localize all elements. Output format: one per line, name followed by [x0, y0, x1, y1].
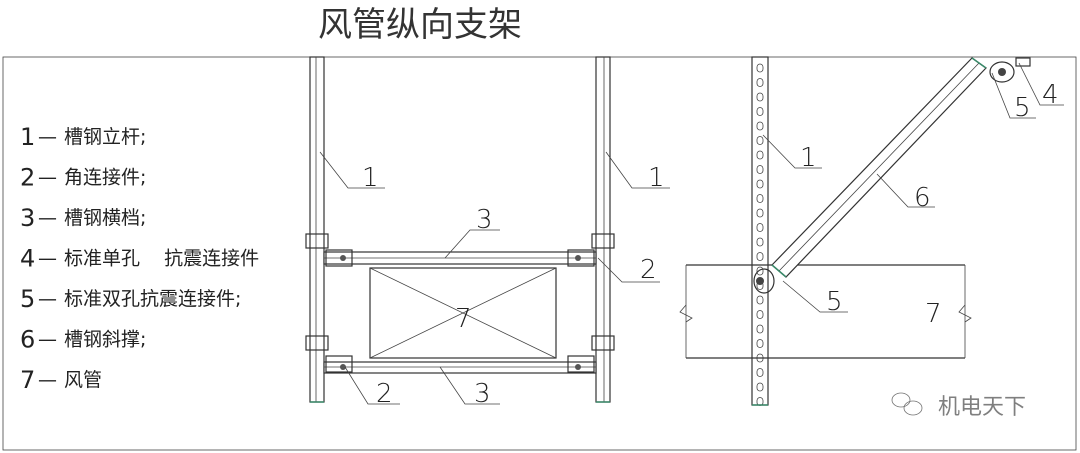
- legend-item: 3— 槽钢横档;: [20, 204, 146, 232]
- legend-number: 5: [20, 285, 35, 313]
- slot-hole: [756, 339, 764, 348]
- label-6-brace: 6: [914, 183, 931, 213]
- slot-hole: [756, 266, 764, 276]
- front-view: 1 1 3 2 7 2 3: [305, 56, 670, 409]
- legend-item: 1— 槽钢立杆;: [20, 123, 146, 151]
- slot-hole: [756, 252, 764, 261]
- double-hole-connector-top: [989, 61, 1015, 83]
- channel-crossbar-bottom: [323, 361, 597, 374]
- wechat-icon: [891, 392, 923, 416]
- label-5-bottom: 5: [826, 287, 843, 317]
- label-3-bottom: 3: [474, 379, 491, 409]
- legend-number: 2: [20, 164, 35, 192]
- label-5-top: 5: [1014, 93, 1031, 123]
- legend-dash: —: [38, 167, 57, 189]
- legend-dash: —: [38, 369, 57, 391]
- legend-item: 5— 标准双孔抗震连接件;: [20, 285, 241, 313]
- legend-text: 标准双孔抗震连接件;: [64, 288, 241, 310]
- air-duct-section: [369, 267, 557, 359]
- legend-number: 6: [20, 326, 35, 354]
- slot-hole: [756, 382, 764, 392]
- slot-hole: [756, 324, 764, 334]
- watermark: 机电天下: [891, 392, 1026, 420]
- slot-hole: [756, 78, 764, 87]
- legend-text: 风管: [64, 369, 102, 391]
- side-view: 1 6 5 7 5 4: [679, 56, 1064, 406]
- legend-item: 2— 角连接件;: [20, 164, 146, 192]
- label-1-side: 1: [800, 143, 817, 173]
- label-4-top: 4: [1042, 80, 1059, 110]
- slot-hole: [756, 165, 764, 174]
- label-7-duct: 7: [455, 304, 472, 334]
- slot-hole: [756, 237, 764, 247]
- slot-hole: [756, 368, 764, 377]
- legend: 1—槽钢立杆;2—角连接件;3—槽钢横档;4—标准单孔 抗震连接件5—标准双孔抗…: [20, 123, 259, 394]
- legend-dash: —: [38, 126, 57, 148]
- label-2-right: 2: [640, 255, 657, 285]
- legend-item: 4— 标准单孔 抗震连接件: [20, 245, 259, 273]
- double-hole-connector-bottom: [753, 268, 775, 294]
- label-3-top: 3: [476, 205, 493, 235]
- slot-hole: [756, 107, 764, 116]
- slot-hole: [756, 121, 764, 131]
- slot-hole: [756, 208, 764, 218]
- legend-dash: —: [38, 207, 57, 229]
- slot-hole: [756, 136, 764, 145]
- legend-dash: —: [38, 288, 57, 310]
- legend-number: 1: [20, 123, 35, 151]
- label-7-side: 7: [925, 299, 942, 329]
- single-hole-connector: [1015, 57, 1031, 67]
- watermark-text: 机电天下: [938, 395, 1026, 420]
- diagram-title: 风管纵向支架: [318, 5, 522, 45]
- legend-text: 槽钢立杆;: [64, 126, 146, 148]
- legend-number: 3: [20, 204, 35, 232]
- slot-hole: [756, 92, 764, 102]
- label-1-left: 1: [362, 163, 379, 193]
- label-2-bottom: 2: [376, 379, 393, 409]
- legend-number: 7: [20, 366, 35, 394]
- slotted-channel-post: [751, 56, 769, 406]
- label-1-right: 1: [648, 163, 665, 193]
- legend-text: 槽钢斜撑;: [64, 329, 146, 351]
- legend-dash: —: [38, 248, 57, 270]
- slot-hole: [756, 179, 764, 189]
- slot-hole: [756, 223, 764, 232]
- slot-hole: [756, 150, 764, 160]
- legend-item: 6— 槽钢斜撑;: [20, 326, 146, 354]
- legend-number: 4: [20, 245, 35, 273]
- slot-hole: [756, 63, 764, 73]
- slot-hole: [756, 310, 764, 319]
- legend-text: 槽钢横档;: [64, 207, 146, 229]
- legend-text: 标准单孔 抗震连接件: [64, 248, 259, 270]
- legend-text: 角连接件;: [64, 167, 146, 189]
- slot-hole: [756, 194, 764, 203]
- slot-hole: [756, 295, 764, 305]
- legend-dash: —: [38, 329, 57, 351]
- drawing-frame: [2, 56, 1077, 451]
- legend-item: 7— 风管: [20, 366, 102, 394]
